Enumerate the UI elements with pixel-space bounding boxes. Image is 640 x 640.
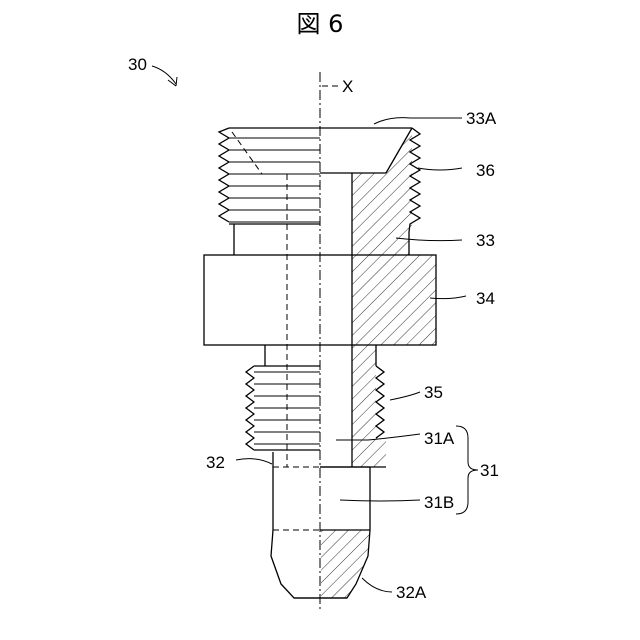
leader-31B xyxy=(340,500,420,501)
label-36: 36 xyxy=(476,161,495,180)
upper-thread-left xyxy=(219,128,229,222)
axis-label-x: X xyxy=(342,77,353,96)
label-31A: 31A xyxy=(424,429,455,448)
lower-thread-right xyxy=(376,366,384,438)
hatched-section-32A xyxy=(321,530,370,598)
upper-thread-crest-lines xyxy=(229,138,320,222)
label-31: 31 xyxy=(480,461,499,480)
arrow-head-30 xyxy=(168,77,177,86)
leader-32A xyxy=(362,578,392,592)
leader-35 xyxy=(390,392,420,400)
leader-30 xyxy=(152,66,176,84)
leader-32 xyxy=(236,459,272,464)
hatched-section-33 xyxy=(352,128,436,467)
label-35: 35 xyxy=(424,383,443,402)
label-32A: 32A xyxy=(396,583,427,602)
figure-title: 図 6 xyxy=(297,10,344,38)
label-30: 30 xyxy=(128,55,147,74)
label-32: 32 xyxy=(206,453,225,472)
label-34: 34 xyxy=(476,289,495,308)
label-31B: 31B xyxy=(424,493,454,512)
leader-33A xyxy=(374,118,462,124)
label-33: 33 xyxy=(476,231,495,250)
leader-36 xyxy=(418,168,462,170)
label-33A: 33A xyxy=(466,109,497,128)
brace-31 xyxy=(456,426,478,514)
lower-thread-left xyxy=(246,366,254,450)
